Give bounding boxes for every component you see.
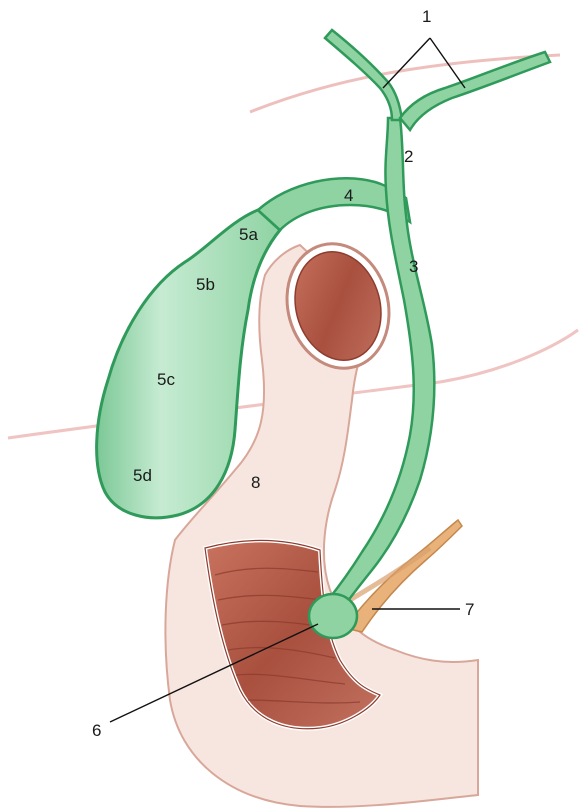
label-2-common-hepatic-duct: 2 bbox=[404, 148, 413, 165]
leader-line-1-right-hepatic bbox=[383, 38, 430, 88]
label-5b-gallbladder-infundibulum: 5b bbox=[196, 276, 215, 293]
left-hepatic-duct bbox=[400, 52, 550, 130]
right-hepatic-duct bbox=[325, 30, 402, 120]
label-4-cystic-duct: 4 bbox=[344, 187, 353, 204]
label-3-common-bile-duct: 3 bbox=[409, 258, 418, 275]
label-5c-gallbladder-body: 5c bbox=[157, 371, 175, 388]
label-5a-gallbladder-neck: 5a bbox=[239, 226, 258, 243]
label-1-hepatic-ducts: 1 bbox=[422, 8, 431, 25]
label-8-duodenum: 8 bbox=[251, 474, 260, 491]
label-5d-gallbladder-fundus: 5d bbox=[133, 467, 152, 484]
label-7-pancreatic-duct: 7 bbox=[465, 601, 474, 618]
label-6-ampulla: 6 bbox=[92, 722, 101, 739]
ampulla-of-vater bbox=[309, 594, 357, 638]
